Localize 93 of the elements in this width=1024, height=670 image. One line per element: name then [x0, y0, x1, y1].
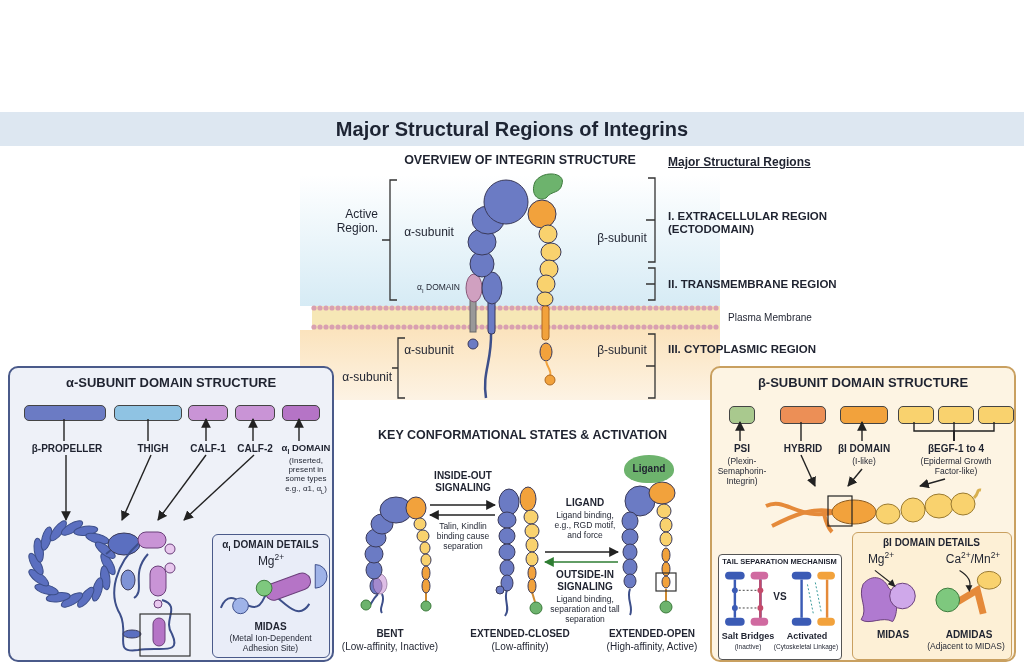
- domain-block: [938, 406, 974, 424]
- arrow: [157, 454, 207, 521]
- connector-line: [63, 418, 65, 442]
- edge-label: LIGAND: [564, 497, 606, 509]
- arrow: [61, 454, 71, 521]
- detail-inset: [852, 532, 1012, 660]
- domain-block: [188, 405, 228, 421]
- domain-label: β-PROPELLER: [30, 443, 104, 455]
- description-text: (I-like): [851, 457, 877, 467]
- section-heading: α-SUBUNIT DOMAIN STRUCTURE: [64, 376, 278, 391]
- subunit-label: β-subunit: [596, 344, 648, 358]
- ion-label: Mg$^{2+}$: [256, 555, 286, 569]
- region-label: Active Region.: [335, 208, 378, 236]
- ion-label: Ca$^{2+}$/Mn$^{2+}$: [944, 553, 1002, 567]
- arrow: [183, 454, 255, 521]
- section-heading: KEY CONFORMATIONAL STATES & ACTIVATION: [377, 428, 668, 443]
- edge-label: INSIDE-OUT SIGNALING: [433, 470, 493, 493]
- connector-line: [147, 418, 149, 442]
- region-label: I. EXTRACELLULAR REGION (ECTODOMAIN): [668, 210, 829, 237]
- domain-label: βI DOMAIN: [836, 443, 892, 455]
- domain-block: [780, 406, 826, 424]
- inset-heading: α$_{I}$ DOMAIN DETAILS: [221, 539, 320, 551]
- state-label: Activated: [785, 631, 829, 642]
- domain-panel: [8, 366, 334, 662]
- site-label: MIDAS: [875, 629, 911, 641]
- section-heading: OVERVIEW OF INTEGRIN STRUCTURE: [403, 153, 637, 168]
- arrow: [544, 547, 619, 557]
- subunit-label: β-subunit: [596, 232, 648, 246]
- edge-label: Talin, Kindlin binding cause separation: [435, 522, 491, 552]
- description-text: Ligand binding, separation and tall separation: [549, 595, 621, 625]
- arrow: [847, 468, 863, 487]
- arrow: [248, 418, 258, 442]
- domain-label: βEGF-1 to 4: [926, 443, 986, 455]
- site-label: ADMIDAS: [944, 629, 994, 641]
- arrow: [544, 557, 619, 567]
- domain-block: [978, 406, 1014, 424]
- domain-block: [840, 406, 888, 424]
- description-text: (Adjacent to MIDAS): [926, 642, 1006, 652]
- arrow: [201, 418, 211, 442]
- state-caption: EXTENDED-OPEN: [607, 628, 697, 640]
- section-heading: Major Structural Regions: [668, 156, 812, 170]
- membrane-label: Plasma Membrane: [728, 312, 813, 324]
- description-text: Ligand binding, e.g., RGD motif, and force: [553, 511, 617, 541]
- domain-label: PSI: [732, 443, 752, 455]
- subunit-label: α-subunit: [403, 344, 455, 358]
- domain-label: CALF-2: [236, 443, 274, 455]
- subunit-label: α-subunit: [341, 371, 392, 385]
- domain-panel: [710, 366, 1016, 662]
- state-label: Salt Bridges: [720, 631, 776, 642]
- subunit-label: α-subunit: [403, 226, 455, 240]
- description-text: (Epidermal Growth Factor-like): [919, 457, 993, 477]
- connector-line: [800, 421, 802, 442]
- arrow: [919, 478, 946, 489]
- state-caption: (High-affinity, Active): [605, 641, 699, 653]
- state-caption: (Low-affinity, Inactive): [340, 641, 440, 653]
- arrow: [857, 421, 867, 442]
- domain-block: [235, 405, 275, 421]
- connector-line: [953, 421, 995, 442]
- label-text: α$_{I}$ DOMAIN: [280, 443, 332, 454]
- description-text: (Plexin-Semaphorin-Integrin): [716, 457, 768, 487]
- state-caption: (Low-affinity): [490, 641, 550, 653]
- ligand-blob: [624, 455, 674, 483]
- domain-block: [114, 405, 182, 421]
- domain-label: CALF-1: [189, 443, 227, 455]
- section-heading: β-SUBUNIT DOMAIN STRUCTURE: [756, 376, 970, 391]
- inset-heading: βI DOMAIN DETAILS: [882, 537, 981, 549]
- domain-block: [24, 405, 106, 421]
- ion-label: Mg$^{2+}$: [866, 553, 896, 567]
- arrow: [735, 421, 745, 442]
- domain-block: [898, 406, 934, 424]
- site-label: MIDAS: [253, 621, 288, 633]
- domain-block: [729, 406, 755, 424]
- arrow: [800, 454, 816, 487]
- detail-inset: [718, 554, 842, 660]
- versus-label: VS: [772, 591, 788, 603]
- arrow: [429, 510, 496, 520]
- page-title: Major Structural Regions of Integrins: [335, 117, 689, 141]
- description-text: (Inserted, present in some types e.g., α1, α$_{L}$): [284, 456, 328, 493]
- domain-label: HYBRID: [782, 443, 824, 455]
- description-text: (Metal Ion-Dependent Adhesion Site): [228, 634, 313, 654]
- arrow: [121, 454, 152, 521]
- arrow: [294, 418, 304, 442]
- region-label: III. CYTOPLASMIC REGION: [668, 343, 818, 357]
- domain-label: α$_{I}$ DOMAIN: [416, 283, 460, 293]
- edge-label: OUTSIDE-IN SIGNALING: [555, 569, 615, 592]
- state-caption: EXTENDED-CLOSED: [469, 628, 571, 640]
- domain-label: THIGH: [136, 443, 170, 455]
- domain-block: [282, 405, 320, 421]
- detail-inset: [212, 534, 330, 658]
- region-label: II. TRANSMEMBRANE REGION: [668, 278, 838, 292]
- ligand-label: Ligand: [631, 463, 667, 475]
- state-caption: BENT: [375, 628, 405, 640]
- arrow: [429, 500, 496, 510]
